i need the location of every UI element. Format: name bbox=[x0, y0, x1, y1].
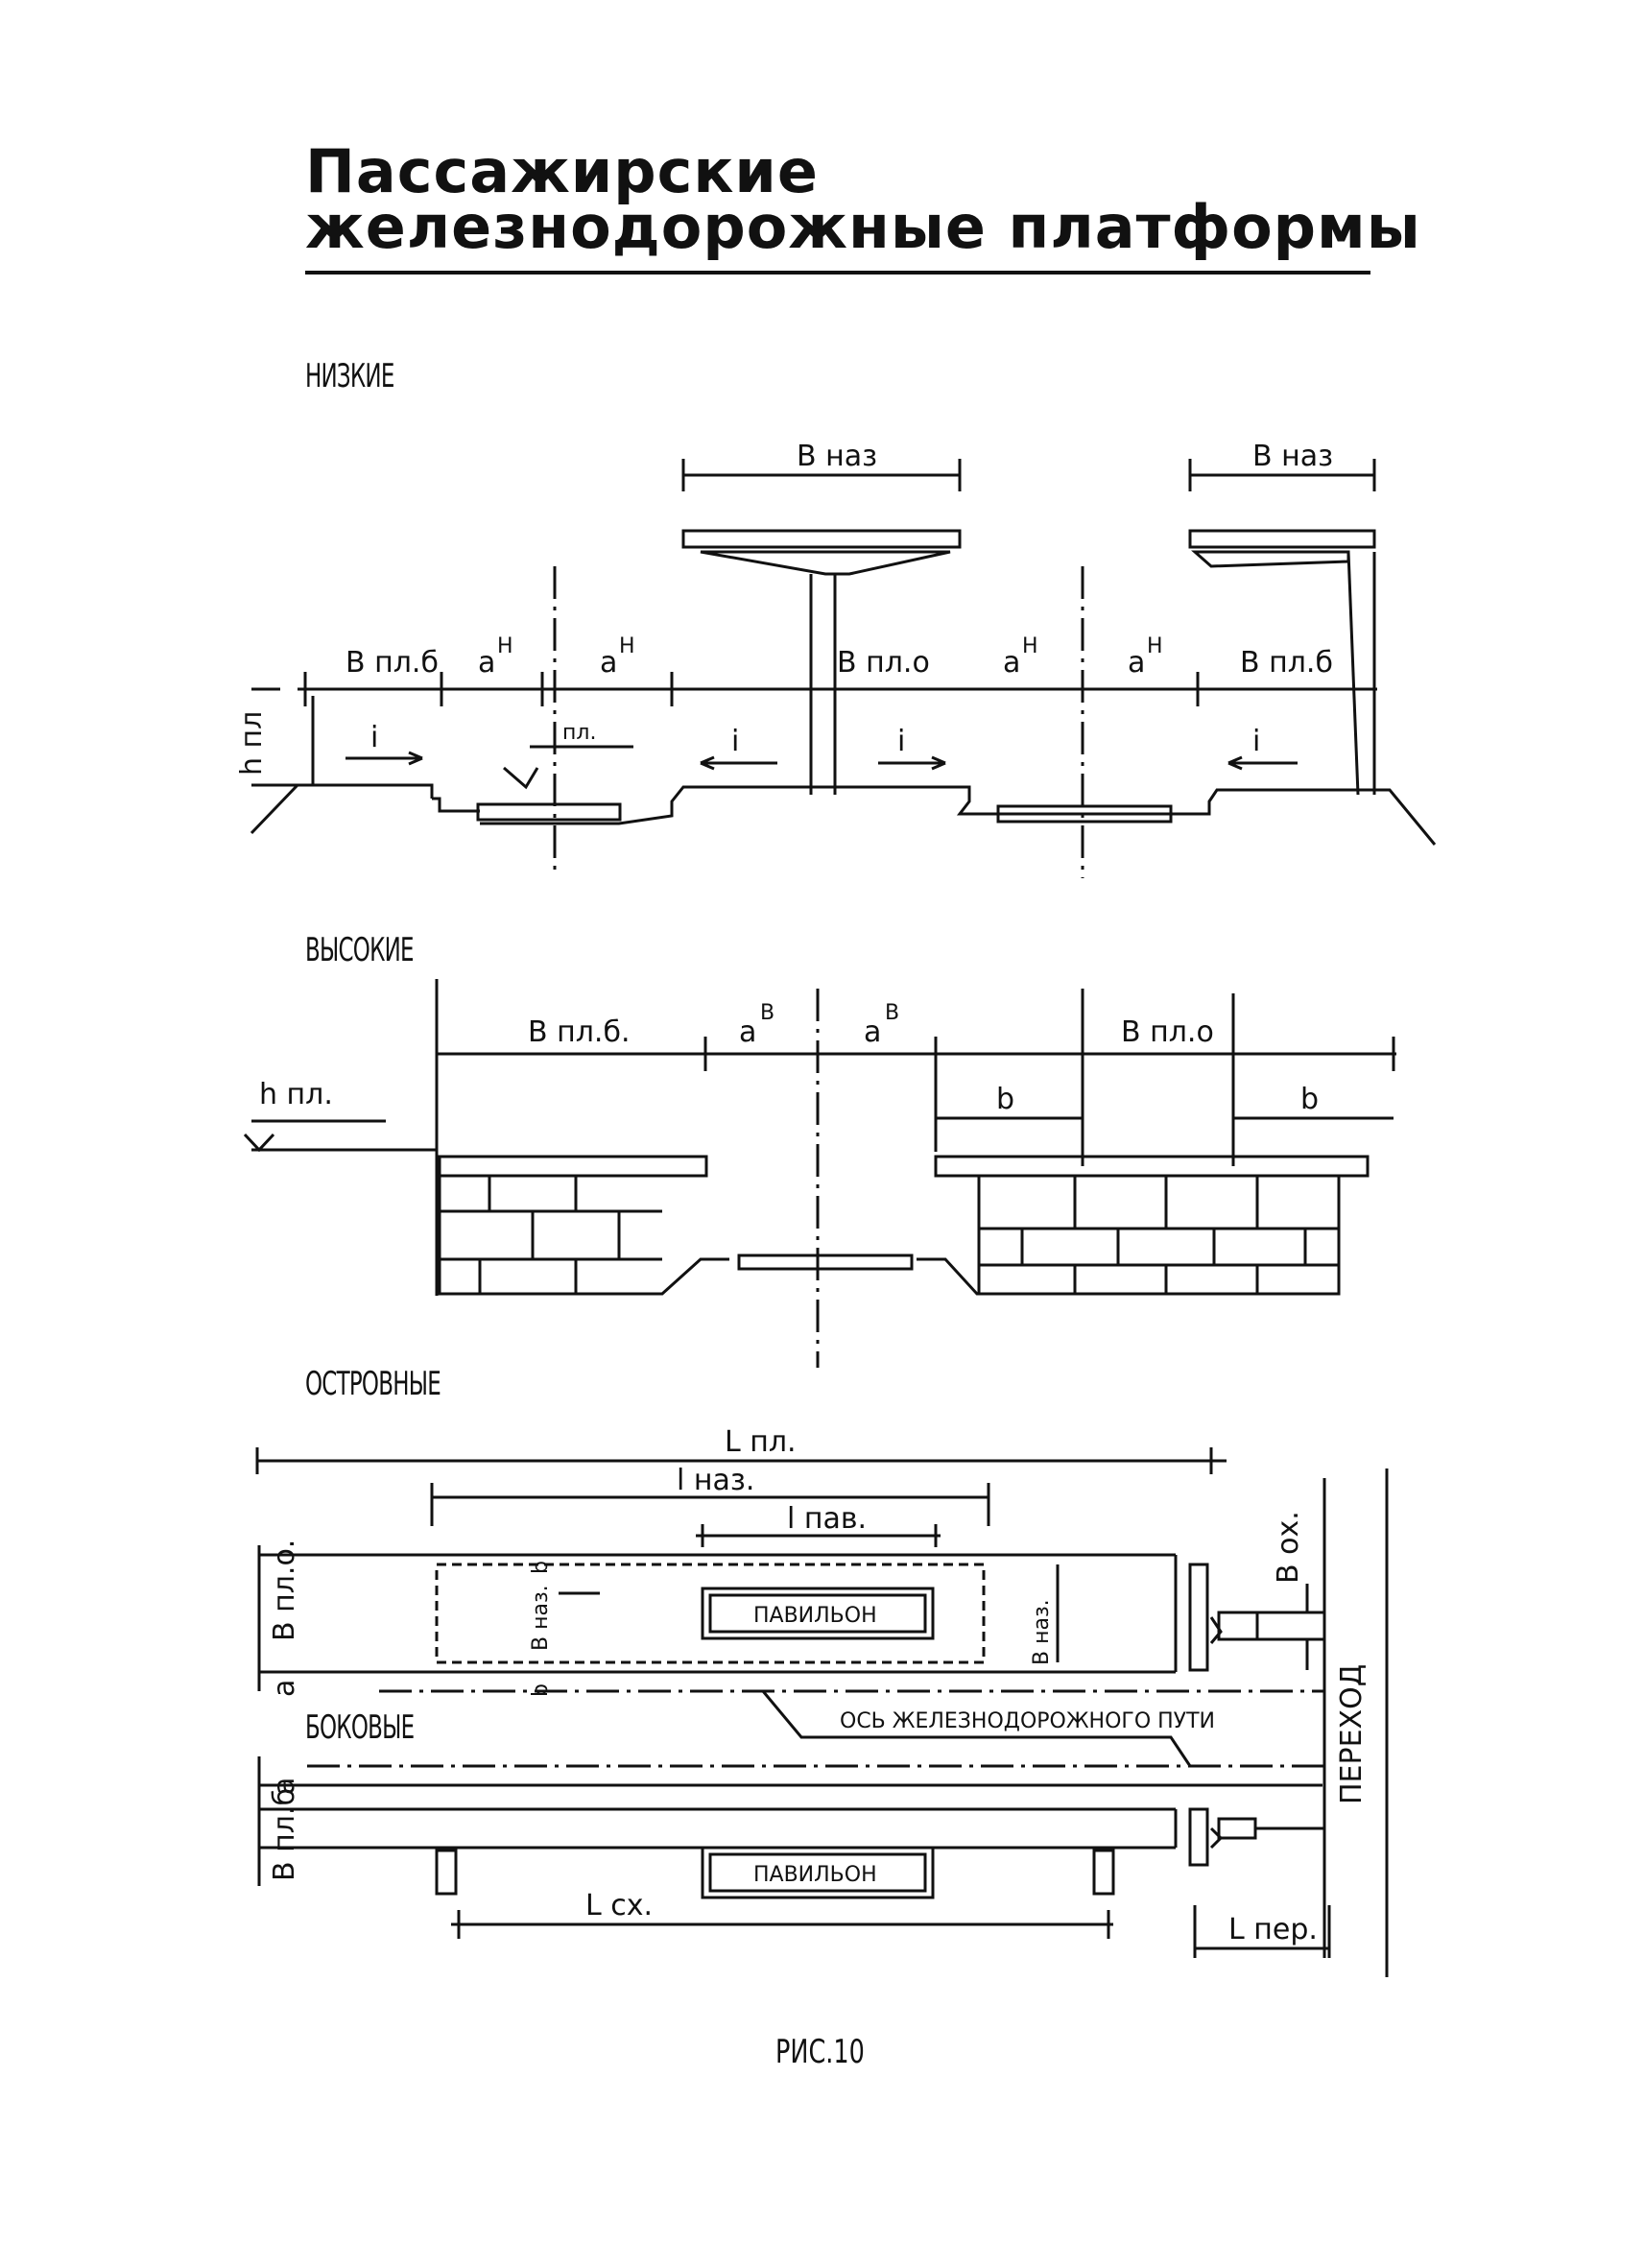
plan-b-naz-left-label: В наз. bbox=[529, 1585, 553, 1651]
low-b-naz-right-label: В наз bbox=[1252, 440, 1333, 473]
low-a-sup-4: Н bbox=[1147, 634, 1163, 658]
high-b-label-2: b bbox=[1300, 1083, 1319, 1116]
plan-crossing-label: ПЕРЕХОД bbox=[1335, 1664, 1369, 1804]
high-a-label-1: а bbox=[739, 1015, 756, 1049]
plan-b-small-label-1: b bbox=[529, 1561, 553, 1574]
low-b-naz-left-label: В наз bbox=[797, 440, 877, 473]
low-slope-label-2: i bbox=[731, 725, 739, 758]
low-a-label-2: а bbox=[600, 646, 617, 680]
plan-b-ok-label: В ох. bbox=[1272, 1511, 1305, 1584]
plan-l-pav-label: l пав. bbox=[787, 1502, 867, 1536]
plan-l-naz-label: l наз. bbox=[677, 1464, 754, 1497]
figure-caption: РИС.10 bbox=[775, 2033, 865, 2071]
high-b-pl-b-label: В пл.б. bbox=[528, 1015, 630, 1049]
low-b-pl-o-label: В пл.о bbox=[837, 646, 930, 680]
low-a-sup-1: Н bbox=[497, 634, 513, 658]
low-slope-label-4: i bbox=[1252, 725, 1260, 758]
low-b-pl-b-left-label: В пл.б bbox=[345, 646, 439, 680]
plan-pavilion-label-2: ПАВИЛЬОН bbox=[753, 1863, 877, 1887]
low-h-pl-label: h пл bbox=[235, 711, 269, 776]
low-a-label-4: а bbox=[1128, 646, 1145, 680]
high-a-sup-2: В bbox=[885, 1001, 899, 1025]
low-b-pl-b-right-label: В пл.б bbox=[1240, 646, 1333, 680]
low-platforms-drawing: В наз В наз В пл.б а Н а Н В пл.о а Н а … bbox=[235, 440, 1437, 878]
section-label-island: ОСТРОВНЫЕ bbox=[305, 1365, 441, 1403]
plan-b-pl-b-label: В пл.б bbox=[268, 1788, 301, 1881]
section-label-low: НИЗКИЕ bbox=[305, 357, 394, 395]
low-slope-label-3: i bbox=[897, 725, 905, 758]
plan-L-pl-label: L пл. bbox=[725, 1425, 797, 1459]
low-a-label-1: а bbox=[478, 646, 495, 680]
high-a-sup-1: В bbox=[760, 1001, 774, 1025]
page-title: Пассажирские железнодорожные платформы bbox=[305, 136, 1421, 262]
plan-L-per-label: L пер. bbox=[1228, 1913, 1318, 1946]
low-h-pl-small-label: пл. bbox=[562, 721, 596, 745]
title-underline bbox=[305, 271, 1370, 275]
plan-a-label-1: а bbox=[268, 1680, 301, 1697]
section-label-side: БОКОВЫЕ bbox=[305, 1708, 415, 1747]
low-a-sup-2: Н bbox=[619, 634, 635, 658]
low-a-label-3: а bbox=[1003, 646, 1020, 680]
high-b-label-1: b bbox=[996, 1083, 1014, 1116]
plan-track-axis-label: ОСЬ ЖЕЛЕЗНОДОРОЖНОГО ПУТИ bbox=[840, 1709, 1215, 1733]
high-h-pl-label: h пл. bbox=[259, 1078, 333, 1111]
low-a-sup-3: Н bbox=[1022, 634, 1038, 658]
section-label-high: ВЫСОКИЕ bbox=[305, 931, 415, 969]
title-line-1: Пассажирские bbox=[305, 136, 819, 206]
plan-a-label-2: а bbox=[268, 1778, 301, 1795]
plan-drawing: L пл. l наз. l пав. В пл.о. а В наз. b b… bbox=[255, 1425, 1389, 1977]
title-line-2: железнодорожные платформы bbox=[305, 192, 1421, 262]
plan-b-naz-right-label: В наз. bbox=[1030, 1599, 1054, 1665]
plan-pavilion-label-1: ПАВИЛЬОН bbox=[753, 1604, 877, 1628]
low-slope-label-1: i bbox=[370, 721, 378, 754]
plan-L-sh-label: L сх. bbox=[585, 1889, 653, 1922]
high-b-pl-o-label: В пл.о bbox=[1121, 1015, 1214, 1049]
high-a-label-2: а bbox=[864, 1015, 881, 1049]
plan-b-pl-o-label: В пл.о. bbox=[268, 1540, 301, 1641]
high-platforms-drawing: В пл.б. а В а В В пл.о b b h пл. bbox=[243, 979, 1396, 1368]
